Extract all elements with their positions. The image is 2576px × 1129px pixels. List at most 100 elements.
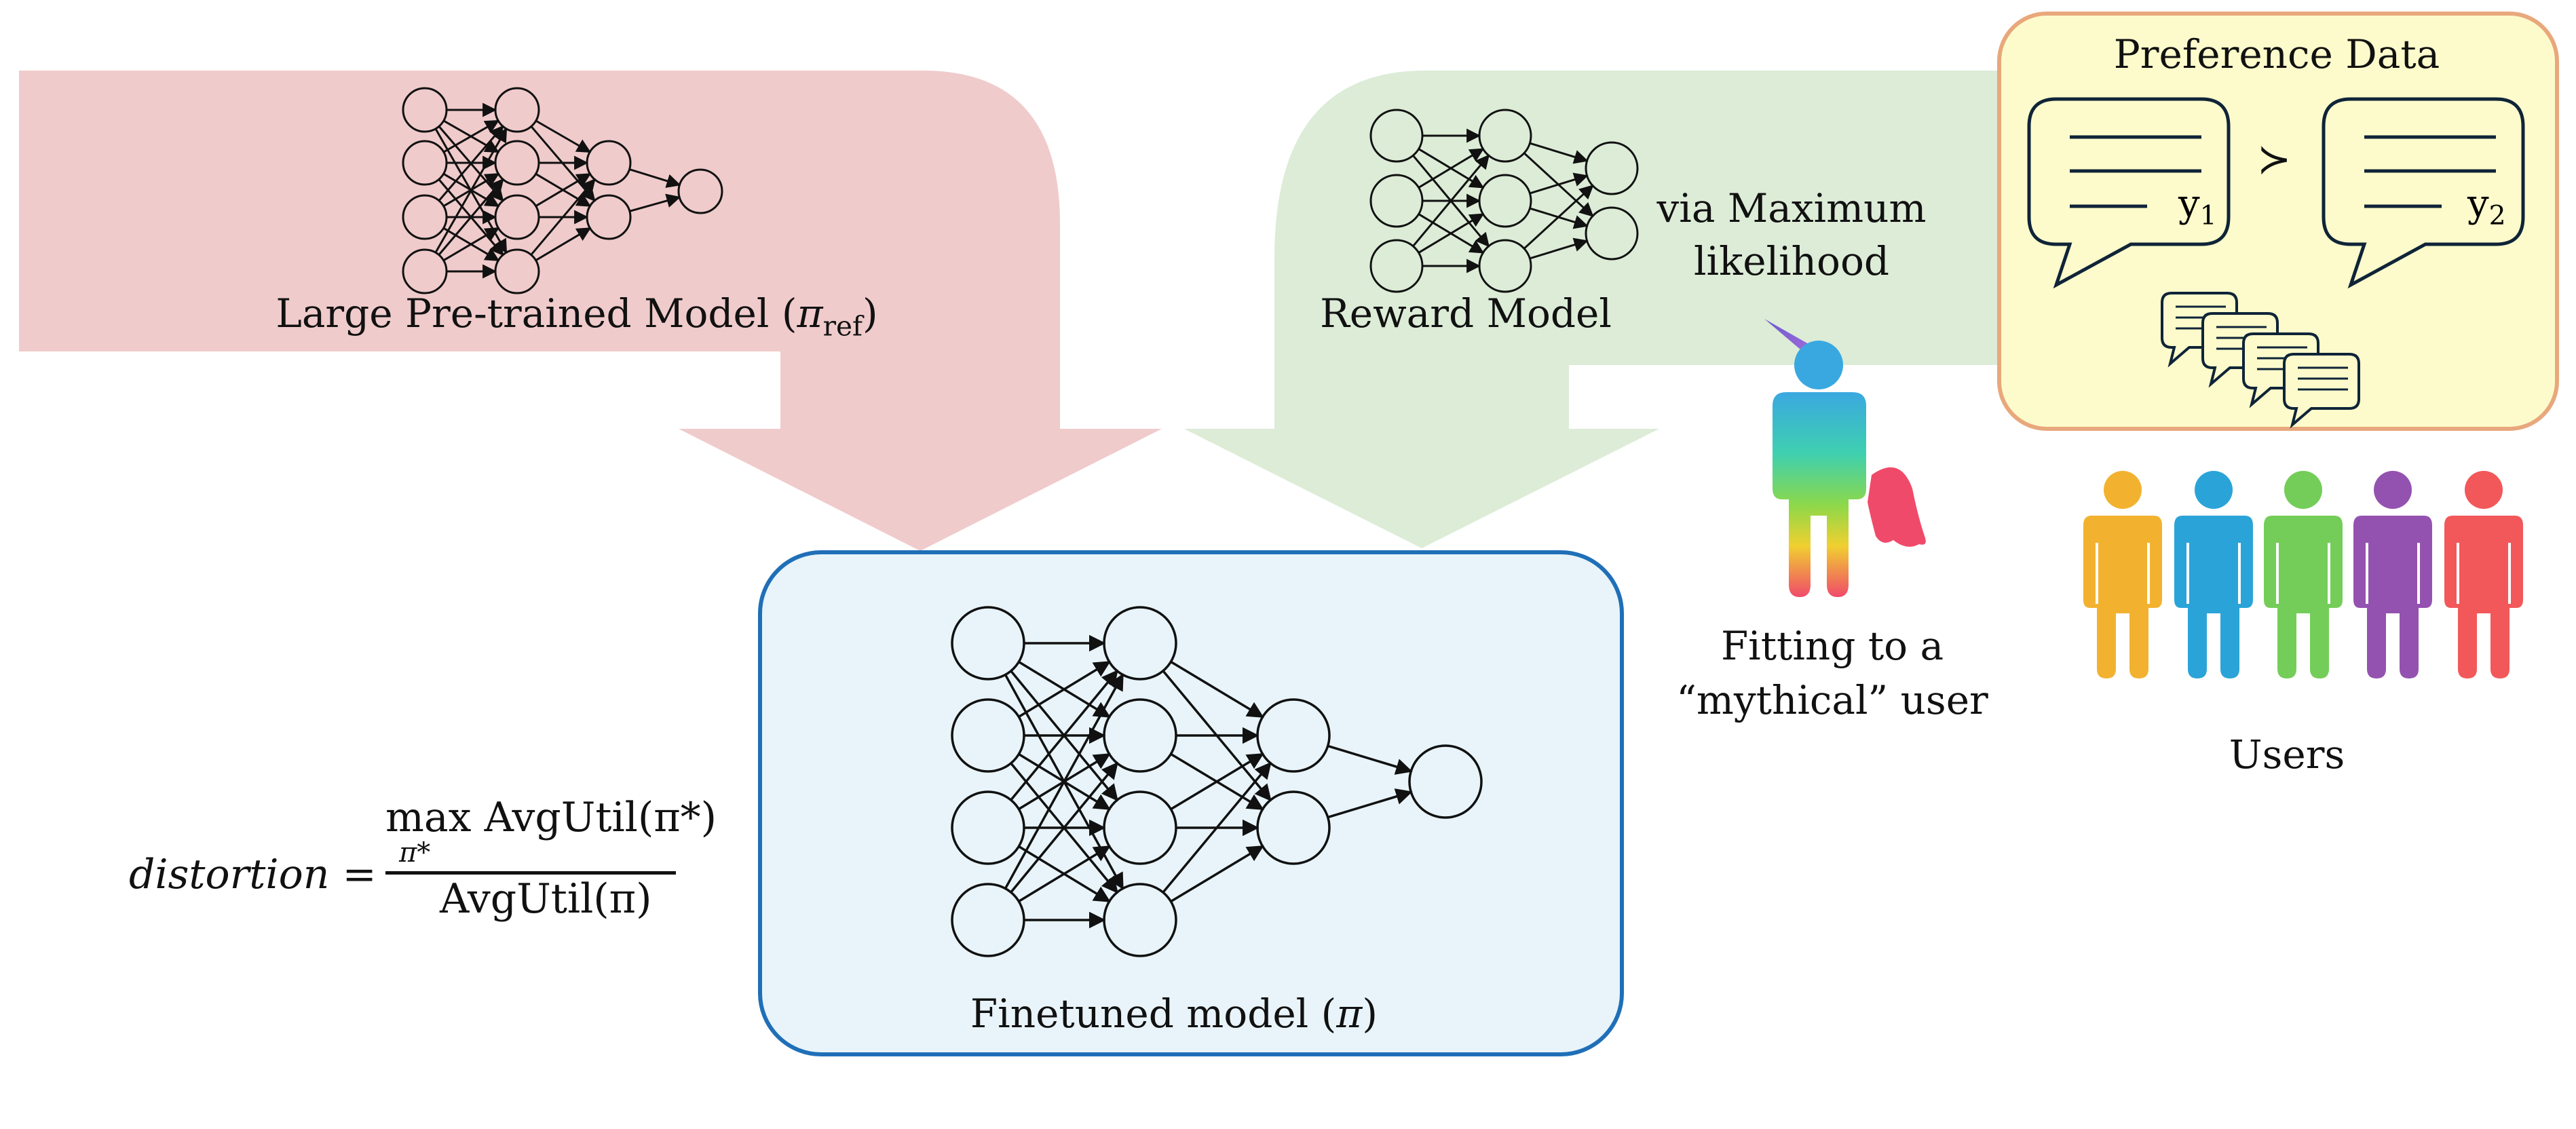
prefers-symbol: ≻ bbox=[2257, 136, 2292, 183]
network-edge bbox=[438, 125, 504, 202]
person-body bbox=[2264, 516, 2343, 678]
network-node bbox=[402, 248, 448, 294]
y1-label: y1 bbox=[2178, 182, 2217, 231]
network-node bbox=[1478, 109, 1532, 163]
person-head bbox=[2104, 471, 2142, 509]
max-likelihood-label: via Maximum likelihood bbox=[1656, 182, 1927, 288]
network-node bbox=[1369, 239, 1424, 293]
network-edge bbox=[1004, 673, 1124, 889]
network-edge bbox=[1170, 845, 1264, 903]
network-edge bbox=[1010, 762, 1118, 894]
y2-text: y bbox=[2467, 182, 2489, 226]
y1-text: y bbox=[2178, 182, 2200, 226]
network-node bbox=[1103, 698, 1177, 773]
network-edge bbox=[629, 193, 681, 212]
network-edge bbox=[1418, 148, 1485, 189]
formula-numerator: max AvgUtil(π*) bbox=[385, 794, 717, 841]
network-node bbox=[1478, 174, 1532, 228]
network-node bbox=[1369, 174, 1424, 228]
mythical-user-label: Fitting to a “mythical” user bbox=[1656, 619, 2009, 727]
network-node bbox=[1103, 883, 1177, 957]
network-edge bbox=[535, 173, 592, 207]
pretrained-pi: π bbox=[797, 290, 823, 337]
network-node bbox=[1103, 606, 1177, 681]
network-node bbox=[951, 698, 1025, 773]
preference-data-title: Preference Data bbox=[2113, 31, 2440, 77]
person-body bbox=[2083, 516, 2162, 678]
finetuned-network-icon bbox=[951, 606, 1483, 957]
small-speech-bubble-icon bbox=[2283, 353, 2360, 429]
person-icon bbox=[2174, 471, 2253, 678]
network-node bbox=[402, 140, 448, 186]
y1-subscript: 1 bbox=[2199, 201, 2217, 232]
network-edge bbox=[1327, 744, 1413, 775]
person-head bbox=[2465, 471, 2503, 509]
network-node bbox=[1585, 141, 1639, 195]
network-node bbox=[494, 140, 540, 186]
finetuned-model-label: Finetuned model (π) bbox=[841, 991, 1507, 1037]
person-body bbox=[2174, 516, 2253, 678]
person-icon bbox=[2353, 471, 2432, 678]
ref-subscript: ref bbox=[822, 309, 863, 343]
network-node bbox=[1256, 790, 1331, 865]
users-label: Users bbox=[2229, 731, 2345, 778]
formula-lhs: distortion = bbox=[129, 851, 377, 898]
speech-bubble-icon bbox=[2027, 97, 2231, 289]
network-edge bbox=[1529, 172, 1589, 195]
network-node bbox=[494, 87, 540, 133]
finetuned-pi: π bbox=[1336, 991, 1363, 1037]
y2-subscript: 2 bbox=[2488, 201, 2506, 232]
pretrained-close: ) bbox=[863, 290, 878, 337]
mythical-line2: “mythical” user bbox=[1676, 677, 1988, 723]
person-head bbox=[2284, 471, 2322, 509]
finetuned-label-text: Finetuned model ( bbox=[970, 991, 1337, 1037]
network-edge bbox=[1170, 752, 1264, 811]
max-likelihood-line2: likelihood bbox=[1694, 238, 1889, 284]
network-node bbox=[402, 194, 448, 240]
network-edge bbox=[442, 227, 500, 262]
network-edge bbox=[530, 178, 596, 256]
network-node bbox=[677, 168, 723, 214]
person-head bbox=[2195, 471, 2233, 509]
network-edge bbox=[1418, 213, 1485, 254]
person-icon bbox=[2444, 471, 2523, 678]
formula-denominator: AvgUtil(π) bbox=[440, 875, 652, 923]
network-edge bbox=[443, 119, 500, 153]
network-node bbox=[1408, 744, 1483, 819]
y2-label: y2 bbox=[2467, 182, 2506, 231]
network-node bbox=[402, 87, 448, 133]
network-node bbox=[1369, 109, 1424, 163]
reward-arrow bbox=[1184, 71, 2014, 548]
network-node bbox=[951, 606, 1025, 681]
network-node bbox=[951, 790, 1025, 865]
network-node bbox=[586, 194, 632, 240]
fraction-bar bbox=[385, 871, 676, 875]
finetuned-close: ) bbox=[1362, 991, 1378, 1037]
network-edge bbox=[1529, 237, 1589, 260]
reward-model-label: Reward Model bbox=[1320, 290, 1612, 337]
network-edge bbox=[434, 127, 508, 253]
network-node bbox=[494, 194, 540, 240]
pretrained-arrow bbox=[19, 71, 1162, 551]
person-head bbox=[2374, 471, 2412, 509]
network-node bbox=[494, 248, 540, 294]
network-edge bbox=[1018, 845, 1111, 902]
network-edge bbox=[1170, 660, 1264, 719]
network-node bbox=[586, 140, 632, 186]
network-node bbox=[951, 883, 1025, 957]
network-edge bbox=[1327, 788, 1413, 819]
network-edge bbox=[1162, 761, 1272, 894]
formula-max-subscript: π* bbox=[399, 837, 431, 868]
network-edge bbox=[629, 168, 681, 188]
network-edge bbox=[438, 178, 504, 256]
person-icon bbox=[2264, 471, 2343, 678]
person-body bbox=[2444, 516, 2523, 678]
speech-bubble-icon bbox=[2322, 97, 2525, 289]
finetuned-model-box bbox=[758, 550, 1624, 1056]
network-edge bbox=[535, 119, 592, 153]
network-edge bbox=[535, 227, 592, 261]
bubble-outline bbox=[2027, 97, 2231, 289]
pretrained-label-text: Large Pre-trained Model ( bbox=[276, 290, 797, 337]
